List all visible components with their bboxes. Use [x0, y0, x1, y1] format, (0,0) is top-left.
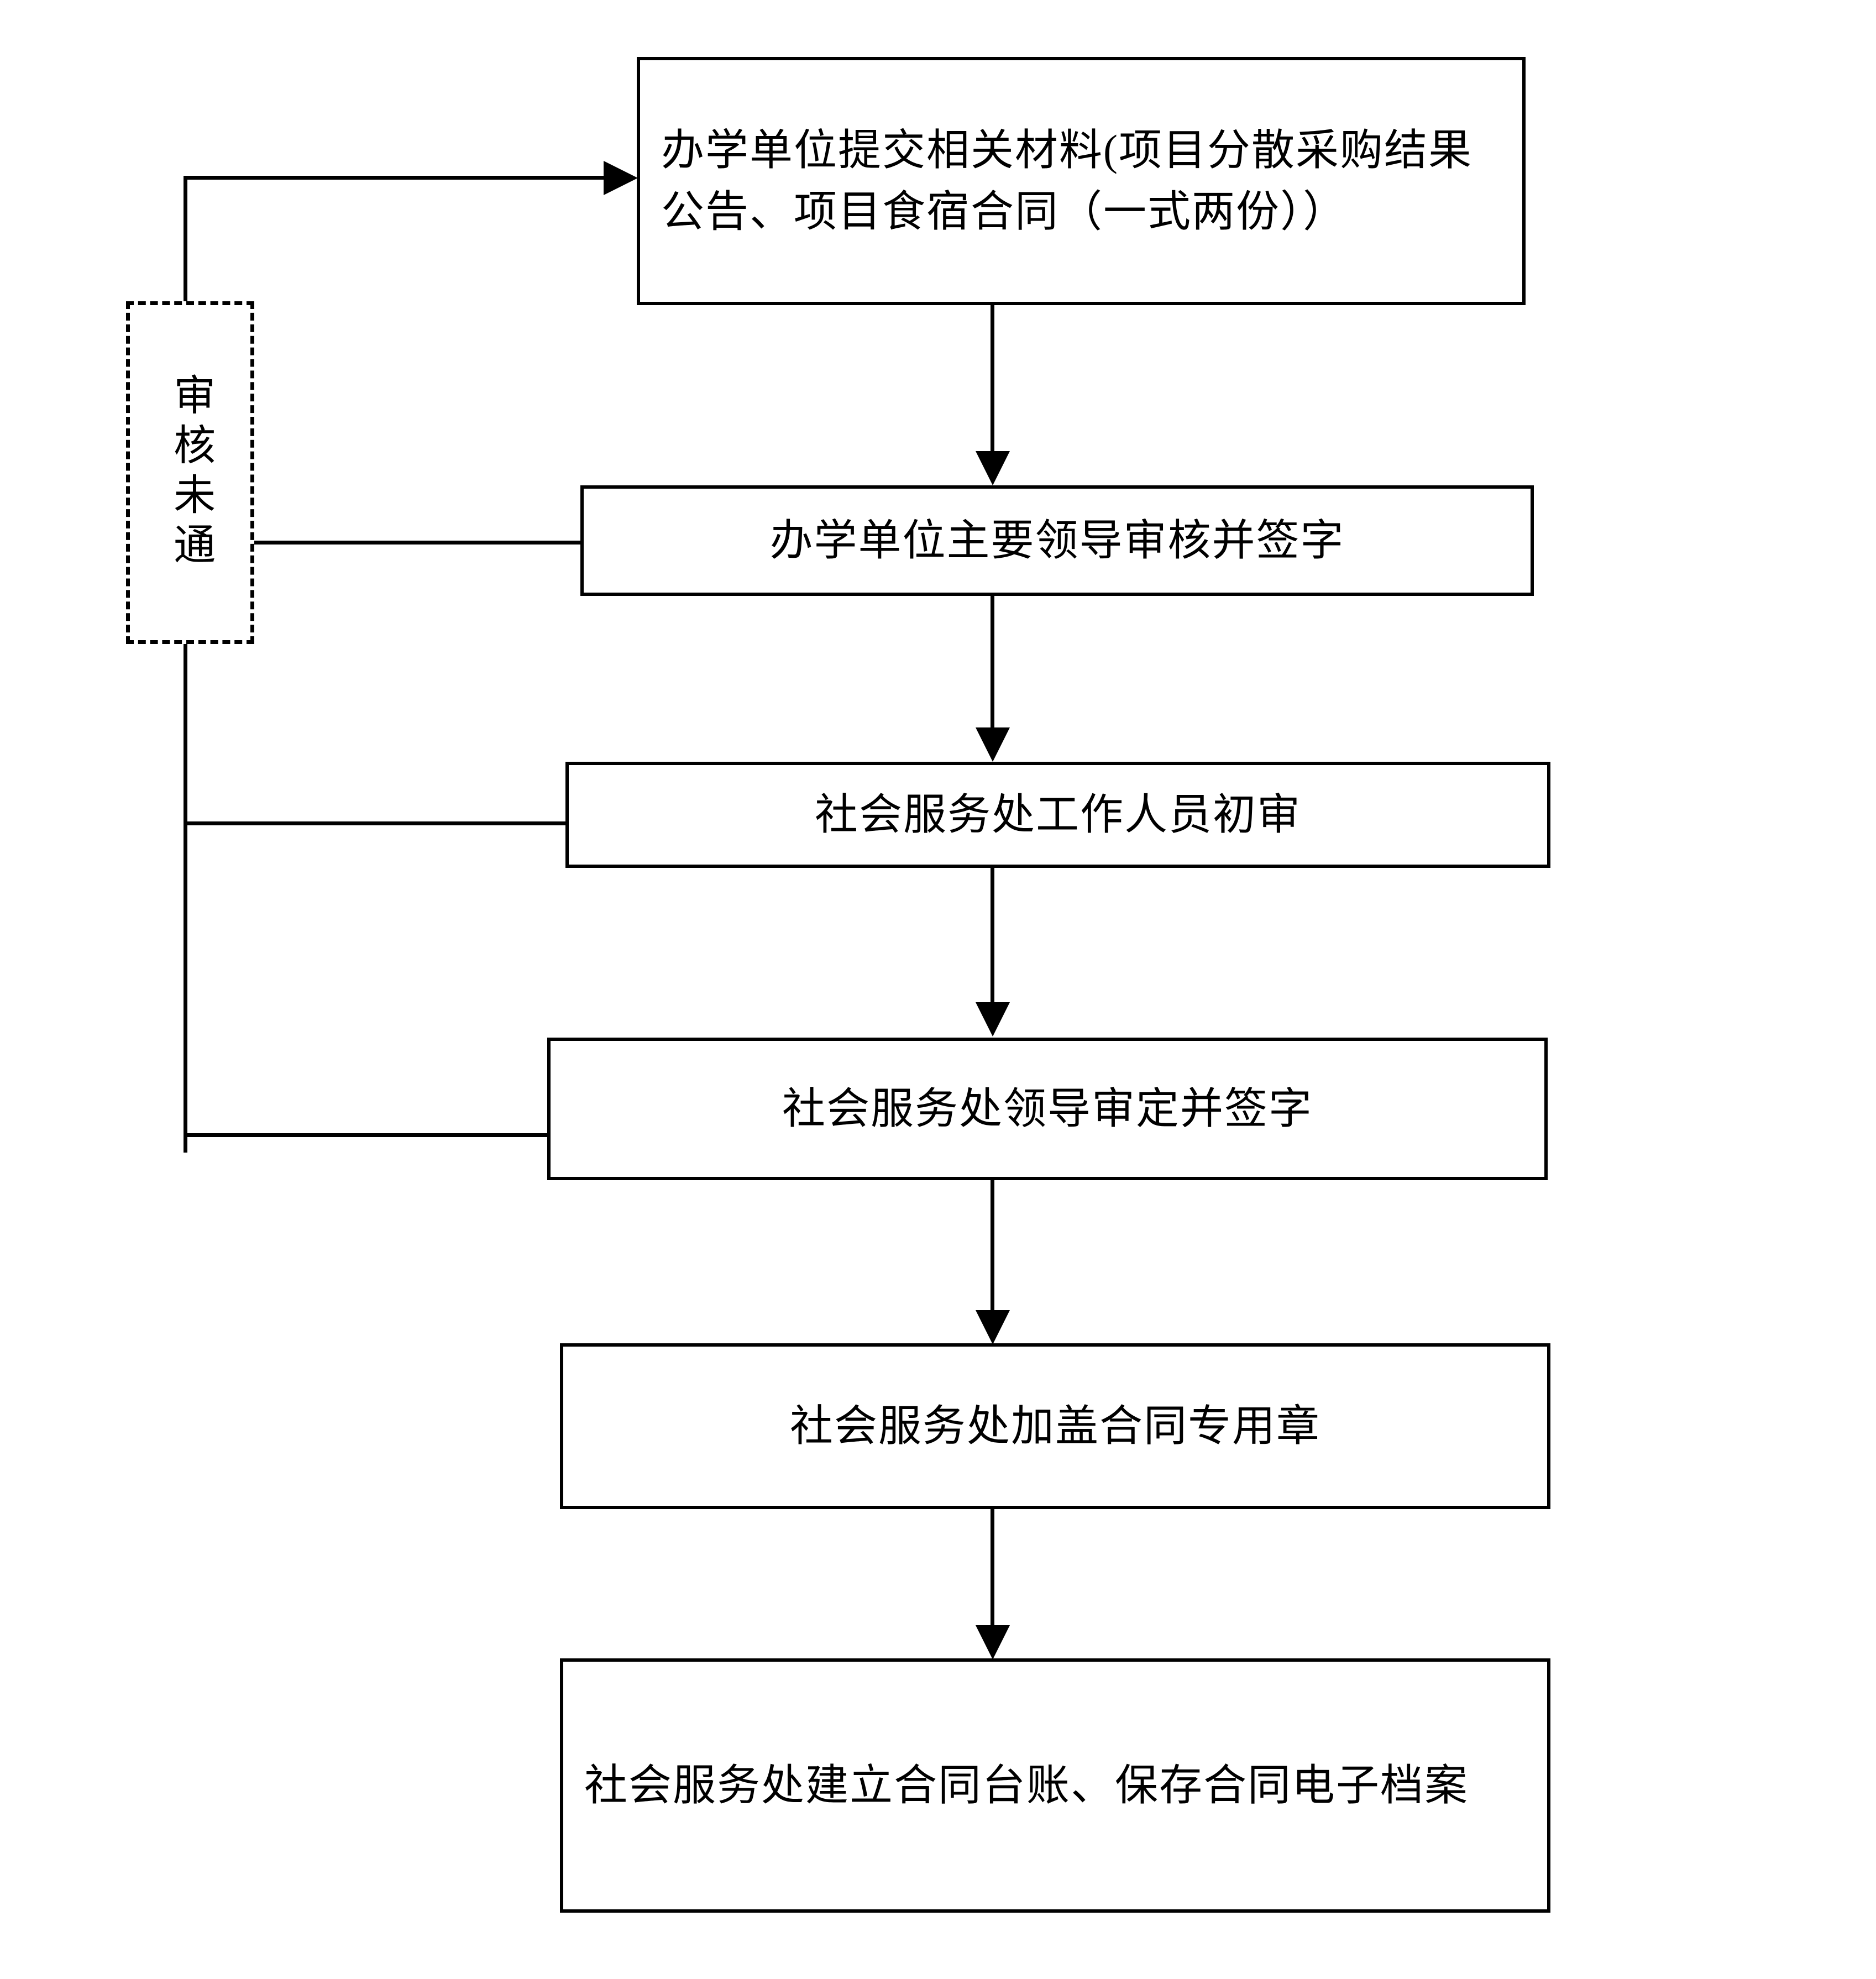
edge-node3-node4-arrowhead-icon: [976, 1002, 1010, 1036]
annotation-review-rejected[interactable]: 审核未通: [126, 301, 254, 644]
node-office-leader-approve-label: 社会服务处领导审定并签字: [782, 1084, 1313, 1133]
edge-node1-node2-line: [991, 305, 994, 456]
edge-node5-node6-line: [991, 1509, 994, 1628]
node-contract-seal-label: 社会服务处加盖合同专用章: [789, 1401, 1320, 1450]
feedback-riser-line: [184, 176, 187, 304]
edge-node5-node6-arrowhead-icon: [976, 1625, 1010, 1659]
reject-line-node4: [184, 1133, 549, 1137]
annotation-review-rejected-label: 审核未通: [167, 373, 214, 572]
node-staff-first-review[interactable]: 社会服务处工作人员初审: [565, 762, 1550, 868]
node-staff-first-review-label: 社会服务处工作人员初审: [814, 790, 1301, 839]
node-unit-leader-review[interactable]: 办学单位主要领导审核并签字: [580, 485, 1534, 596]
node-submit-materials-label: 办学单位提交相关材料(项目分散采购结果公告、项目食宿合同（一式两份））: [661, 125, 1472, 235]
edge-node4-node5-line: [991, 1180, 994, 1313]
edge-node3-node4-line: [991, 868, 994, 1003]
node-office-leader-approve[interactable]: 社会服务处领导审定并签字: [547, 1038, 1548, 1180]
edge-node1-node2-arrowhead-icon: [976, 451, 1010, 485]
edge-node2-node3-arrowhead-icon: [976, 727, 1010, 762]
reject-spine-line: [184, 641, 187, 1153]
feedback-arrowhead-icon: [604, 161, 638, 195]
node-ledger-archive-label: 社会服务处建立合同台账、保存合同电子档案: [584, 1761, 1469, 1809]
reject-line-node2: [250, 541, 583, 545]
node-ledger-archive[interactable]: 社会服务处建立合同台账、保存合同电子档案: [560, 1658, 1550, 1913]
node-contract-seal[interactable]: 社会服务处加盖合同专用章: [560, 1343, 1550, 1509]
reject-line-node3: [184, 821, 567, 825]
edge-node4-node5-arrowhead-icon: [976, 1310, 1010, 1344]
node-unit-leader-review-label: 办学单位主要领导审核并签字: [769, 516, 1345, 564]
feedback-horizontal-line: [184, 176, 620, 180]
edge-node2-node3-line: [991, 596, 994, 729]
node-submit-materials[interactable]: 办学单位提交相关材料(项目分散采购结果公告、项目食宿合同（一式两份））: [637, 57, 1526, 305]
